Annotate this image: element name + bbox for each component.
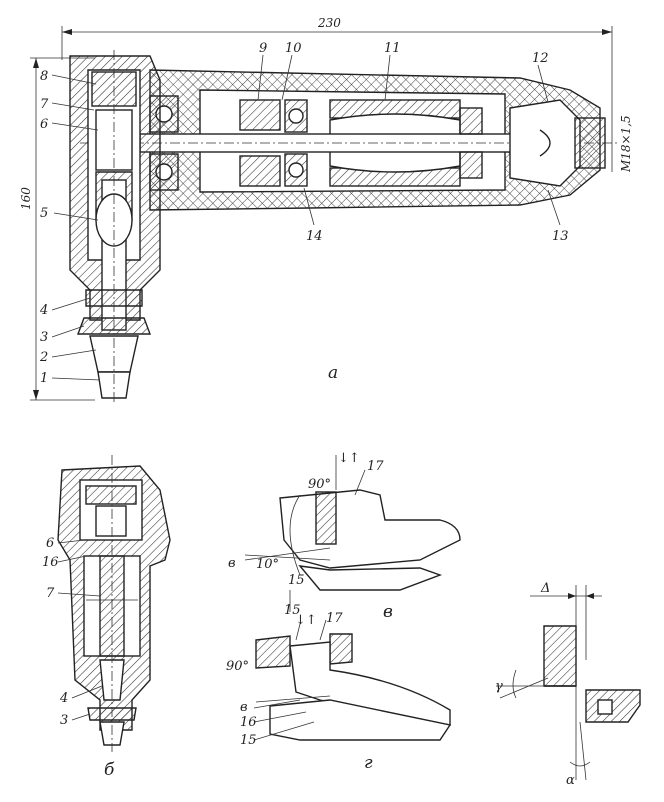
view-v-blade-17	[315, 491, 337, 545]
view-v-arrow: ↓↑	[338, 451, 360, 466]
callout-g-17: 17	[326, 611, 343, 626]
leaders-b	[57, 539, 103, 721]
callout-g-16: 16	[240, 715, 257, 730]
view-g-letter: г	[364, 753, 373, 773]
view-g-lower-blade	[269, 699, 452, 741]
callout-g-15: 15	[240, 733, 257, 748]
view-v-cutting: 90° ↓↑ 17 10° в 15 15 в	[228, 451, 461, 622]
view-g-cutting: ↓↑ 17 90° в 16 15 г	[226, 611, 452, 773]
view-a-assembly: 230 160	[19, 16, 633, 405]
callout-10: 10	[285, 41, 302, 56]
callout-7: 7	[40, 97, 49, 112]
view-b-letter: б	[104, 760, 115, 780]
view-g-left-block	[255, 635, 291, 669]
callout-b-3: 3	[60, 713, 68, 728]
fan-blade	[539, 129, 551, 157]
callout-b-7: 7	[46, 586, 55, 601]
tool-1	[97, 371, 131, 399]
delta-label: Δ	[540, 581, 550, 596]
callout-12: 12	[532, 51, 549, 66]
callout-6: 6	[40, 117, 48, 132]
view-g-angle-90: 90°	[226, 659, 249, 674]
view-v-lower-blade	[298, 565, 443, 591]
view-g-upper-blade	[289, 641, 451, 726]
callout-5: 5	[40, 206, 48, 221]
view-a-letter: а	[328, 363, 338, 383]
callout-1: 1	[40, 371, 48, 386]
leaders-a	[51, 54, 561, 381]
callout-14: 14	[306, 229, 323, 244]
threaded-end	[574, 117, 606, 169]
callout-8: 8	[40, 69, 48, 84]
view-v-angle-90: 90°	[308, 477, 331, 492]
view-angles-detail: Δ γ α	[495, 581, 641, 788]
angles-lower-notch	[597, 699, 613, 715]
dim-160-label: 160	[19, 187, 33, 210]
view-g-label-v: в	[240, 700, 248, 715]
view-v-label-v: в	[228, 556, 236, 571]
dim-230-label: 230	[317, 16, 341, 30]
coupling-bottom	[239, 155, 281, 187]
view-b-top-bearing	[85, 485, 137, 505]
thread-label: М18×1,5	[619, 115, 633, 173]
callout-11: 11	[384, 41, 401, 56]
callout-v-15b: 15	[284, 603, 301, 618]
callout-v-15a: 15	[288, 573, 305, 588]
dimension-overall-length: 230	[61, 16, 613, 115]
view-v-letter: в	[383, 602, 393, 622]
callout-9: 9	[259, 41, 267, 56]
callout-13: 13	[552, 229, 569, 244]
view-g-arrow: ↓↑	[295, 613, 317, 628]
callout-v-17: 17	[367, 459, 384, 474]
callout-2: 2	[39, 350, 48, 365]
callout-b-4: 4	[59, 691, 68, 706]
angles-lower-blade	[585, 689, 641, 723]
view-g-right-block	[329, 633, 353, 665]
callout-4: 4	[39, 303, 48, 318]
callout-b-16: 16	[42, 555, 59, 570]
alpha-label: α	[566, 773, 575, 788]
view-v-angle-10: 10°	[256, 557, 279, 572]
coupling-top	[239, 99, 281, 131]
angles-upper-blade	[543, 625, 577, 687]
view-b-section: 6 16 7 4 3 б	[42, 455, 171, 780]
callout-3: 3	[40, 330, 48, 345]
gamma-label: γ	[495, 679, 503, 694]
callout-b-6: 6	[46, 536, 54, 551]
view-b-gear	[95, 505, 127, 537]
view-v-upper-blade	[279, 489, 461, 569]
